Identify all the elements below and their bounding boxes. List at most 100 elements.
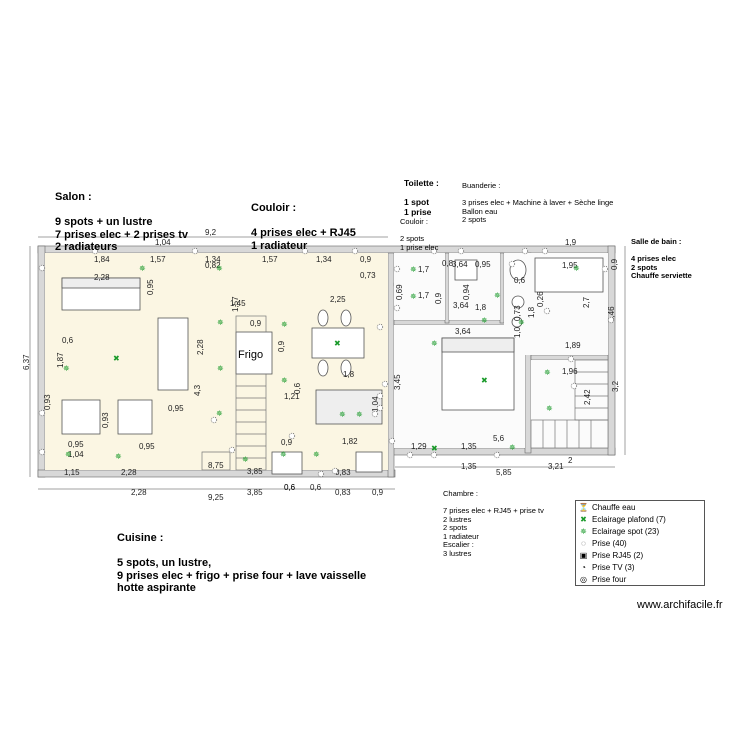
dimension-label: 8,75 bbox=[208, 461, 224, 470]
fridge bbox=[235, 331, 273, 375]
spot-light-icon: ✵ bbox=[313, 450, 320, 459]
stairs bbox=[201, 315, 609, 471]
escalier-floor bbox=[531, 360, 608, 448]
dimension-label: 4,3 bbox=[193, 384, 202, 396]
dimension-label: 2 bbox=[568, 456, 573, 465]
spot-light-icon: ✵ bbox=[281, 320, 288, 329]
dimension-label: 1,45 bbox=[230, 299, 246, 308]
outlet-icon bbox=[317, 470, 325, 478]
spot-light-icon: ✵ bbox=[216, 409, 223, 418]
spot-light-icon: ✵ bbox=[217, 364, 224, 373]
dimension-label: 1,95 bbox=[562, 261, 578, 270]
dimension-label: 1,35 bbox=[461, 462, 477, 471]
outlet-icon bbox=[607, 316, 615, 324]
outlet-icon bbox=[381, 380, 389, 388]
spot-light-icon: ✵ bbox=[544, 368, 551, 377]
watermark: www.archifacile.fr bbox=[637, 599, 723, 611]
dimension-label: 1,29 bbox=[411, 442, 427, 451]
dimension-label: 0,6 bbox=[514, 276, 526, 285]
armchair-1 bbox=[61, 399, 101, 435]
dimension-label: 3,85 bbox=[247, 488, 263, 497]
sofa-back bbox=[61, 277, 141, 289]
note-cuisine-body: 5 spots, un lustre, 9 prises elec + frig… bbox=[117, 556, 367, 595]
dimension-label: 0,6 bbox=[310, 483, 322, 492]
note-couloir-small-body: 2 spots 1 prise elec bbox=[400, 233, 439, 252]
dimension-label: 1,57 bbox=[231, 296, 240, 312]
legend-row: ▣ Prise RJ45 (2) bbox=[576, 549, 704, 561]
spot-light-icon: ✵ bbox=[518, 318, 525, 327]
note-salon-title: Salon : bbox=[55, 190, 92, 203]
spot-light-icon: ✵ bbox=[509, 443, 516, 452]
dimension-label: 1,35 bbox=[461, 442, 477, 451]
legend-label: Prise RJ45 (2) bbox=[592, 550, 644, 560]
legend-row: ⏳ Chauffe eau bbox=[576, 501, 704, 513]
dimension-label: 0,8 bbox=[442, 259, 454, 268]
note-salle-de-bain-body: 4 prises elec 2 spots Chauffe serviette bbox=[631, 253, 692, 281]
dimension-label: 0,95 bbox=[146, 279, 155, 295]
outlet-icon bbox=[351, 247, 359, 255]
legend-row: ✵ Eclairage spot (23) bbox=[576, 525, 704, 537]
dimension-label: 3,45 bbox=[393, 374, 402, 390]
outlet-icon bbox=[376, 404, 384, 412]
legend: ⏳ Chauffe eau ✖ Eclairage plafond (7) ✵ … bbox=[575, 500, 705, 586]
ceiling-light-icon: ✖ bbox=[334, 339, 341, 348]
outlet-icon bbox=[567, 355, 575, 363]
outlet-icon bbox=[38, 448, 46, 456]
dimension-label: 3,64 bbox=[452, 260, 468, 269]
legend-row: ◎ Prise four bbox=[576, 573, 704, 585]
note-salle-de-bain: Salle de bain : 4 prises elec 2 spots Ch… bbox=[631, 229, 692, 281]
outlet-icon bbox=[288, 432, 296, 440]
note-buanderie-body: 3 prises elec + Machine à laver + Sèche … bbox=[462, 197, 614, 225]
armchair-2 bbox=[117, 399, 153, 435]
dimension-label: 2,28 bbox=[131, 488, 147, 497]
dimension-label: 0,9 bbox=[434, 292, 443, 304]
legend-row: ◌ Prise (40) bbox=[576, 537, 704, 549]
dimension-label: 0,95 bbox=[68, 440, 84, 449]
outlet-icon bbox=[493, 451, 501, 459]
oven-outlet-icon: ◎ bbox=[580, 574, 587, 584]
dimension-label: 3,21 bbox=[548, 462, 564, 471]
outlet-icon: ◌ bbox=[581, 538, 586, 548]
spot-light-icon: ✵ bbox=[281, 376, 288, 385]
spot-light-icon: ✵ bbox=[115, 452, 122, 461]
outlet-icon bbox=[376, 392, 384, 400]
dimension-label: 0,93 bbox=[101, 412, 110, 428]
outlet-icon bbox=[38, 409, 46, 417]
dimension-label: 1,04 bbox=[371, 396, 380, 412]
dimension-label: 0,6 bbox=[284, 483, 296, 492]
dimension-label: 0,9 bbox=[610, 258, 619, 270]
dimension-label: 0,69 bbox=[395, 284, 404, 300]
legend-row: ✖ Eclairage plafond (7) bbox=[576, 513, 704, 525]
dimension-label: 0,9 bbox=[360, 255, 372, 264]
dimension-label: 0,83 bbox=[335, 468, 351, 477]
outlet-icon bbox=[601, 265, 609, 273]
note-toilette-body: 1 spot 1 prise bbox=[404, 197, 432, 218]
dimension-label: 0,82 bbox=[205, 261, 221, 270]
washing-machine bbox=[454, 259, 478, 281]
note-toilette-title: Toilette : bbox=[404, 177, 439, 188]
dimension-label: 9,25 bbox=[208, 493, 224, 502]
dimension-label: 0,9 bbox=[281, 438, 293, 447]
outlet-icon bbox=[430, 451, 438, 459]
dimension-label: 0,9 bbox=[277, 340, 286, 352]
legend-label: Prise TV (3) bbox=[592, 562, 635, 572]
dimension-label: 6,37 bbox=[22, 354, 31, 370]
note-couloir-top: Couloir : 4 prises elec + RJ45 1 radiate… bbox=[251, 189, 356, 252]
rj45-outlet-icon: ▣ bbox=[579, 550, 588, 560]
spot-light-icon: ✵ bbox=[65, 450, 72, 459]
outlet-icon bbox=[91, 247, 99, 255]
dimension-label: 0,73 bbox=[513, 305, 522, 321]
dimension-label: 3,64 bbox=[455, 327, 471, 336]
dimension-label: 3,2 bbox=[611, 380, 620, 392]
legend-label: Chauffe eau bbox=[592, 502, 636, 512]
dimension-lines bbox=[29, 236, 626, 490]
note-couloir-top-title: Couloir : bbox=[251, 201, 297, 214]
dimension-label: 1,0 bbox=[513, 326, 522, 338]
dimension-label: 1,04 bbox=[68, 450, 84, 459]
legend-label: Eclairage spot (23) bbox=[592, 526, 660, 536]
dimension-label: 0,9 bbox=[250, 319, 262, 328]
dimension-label: 1,57 bbox=[150, 255, 166, 264]
spot-light-icon: ✵ bbox=[580, 526, 587, 536]
dimension-label: 0,83 bbox=[335, 488, 351, 497]
